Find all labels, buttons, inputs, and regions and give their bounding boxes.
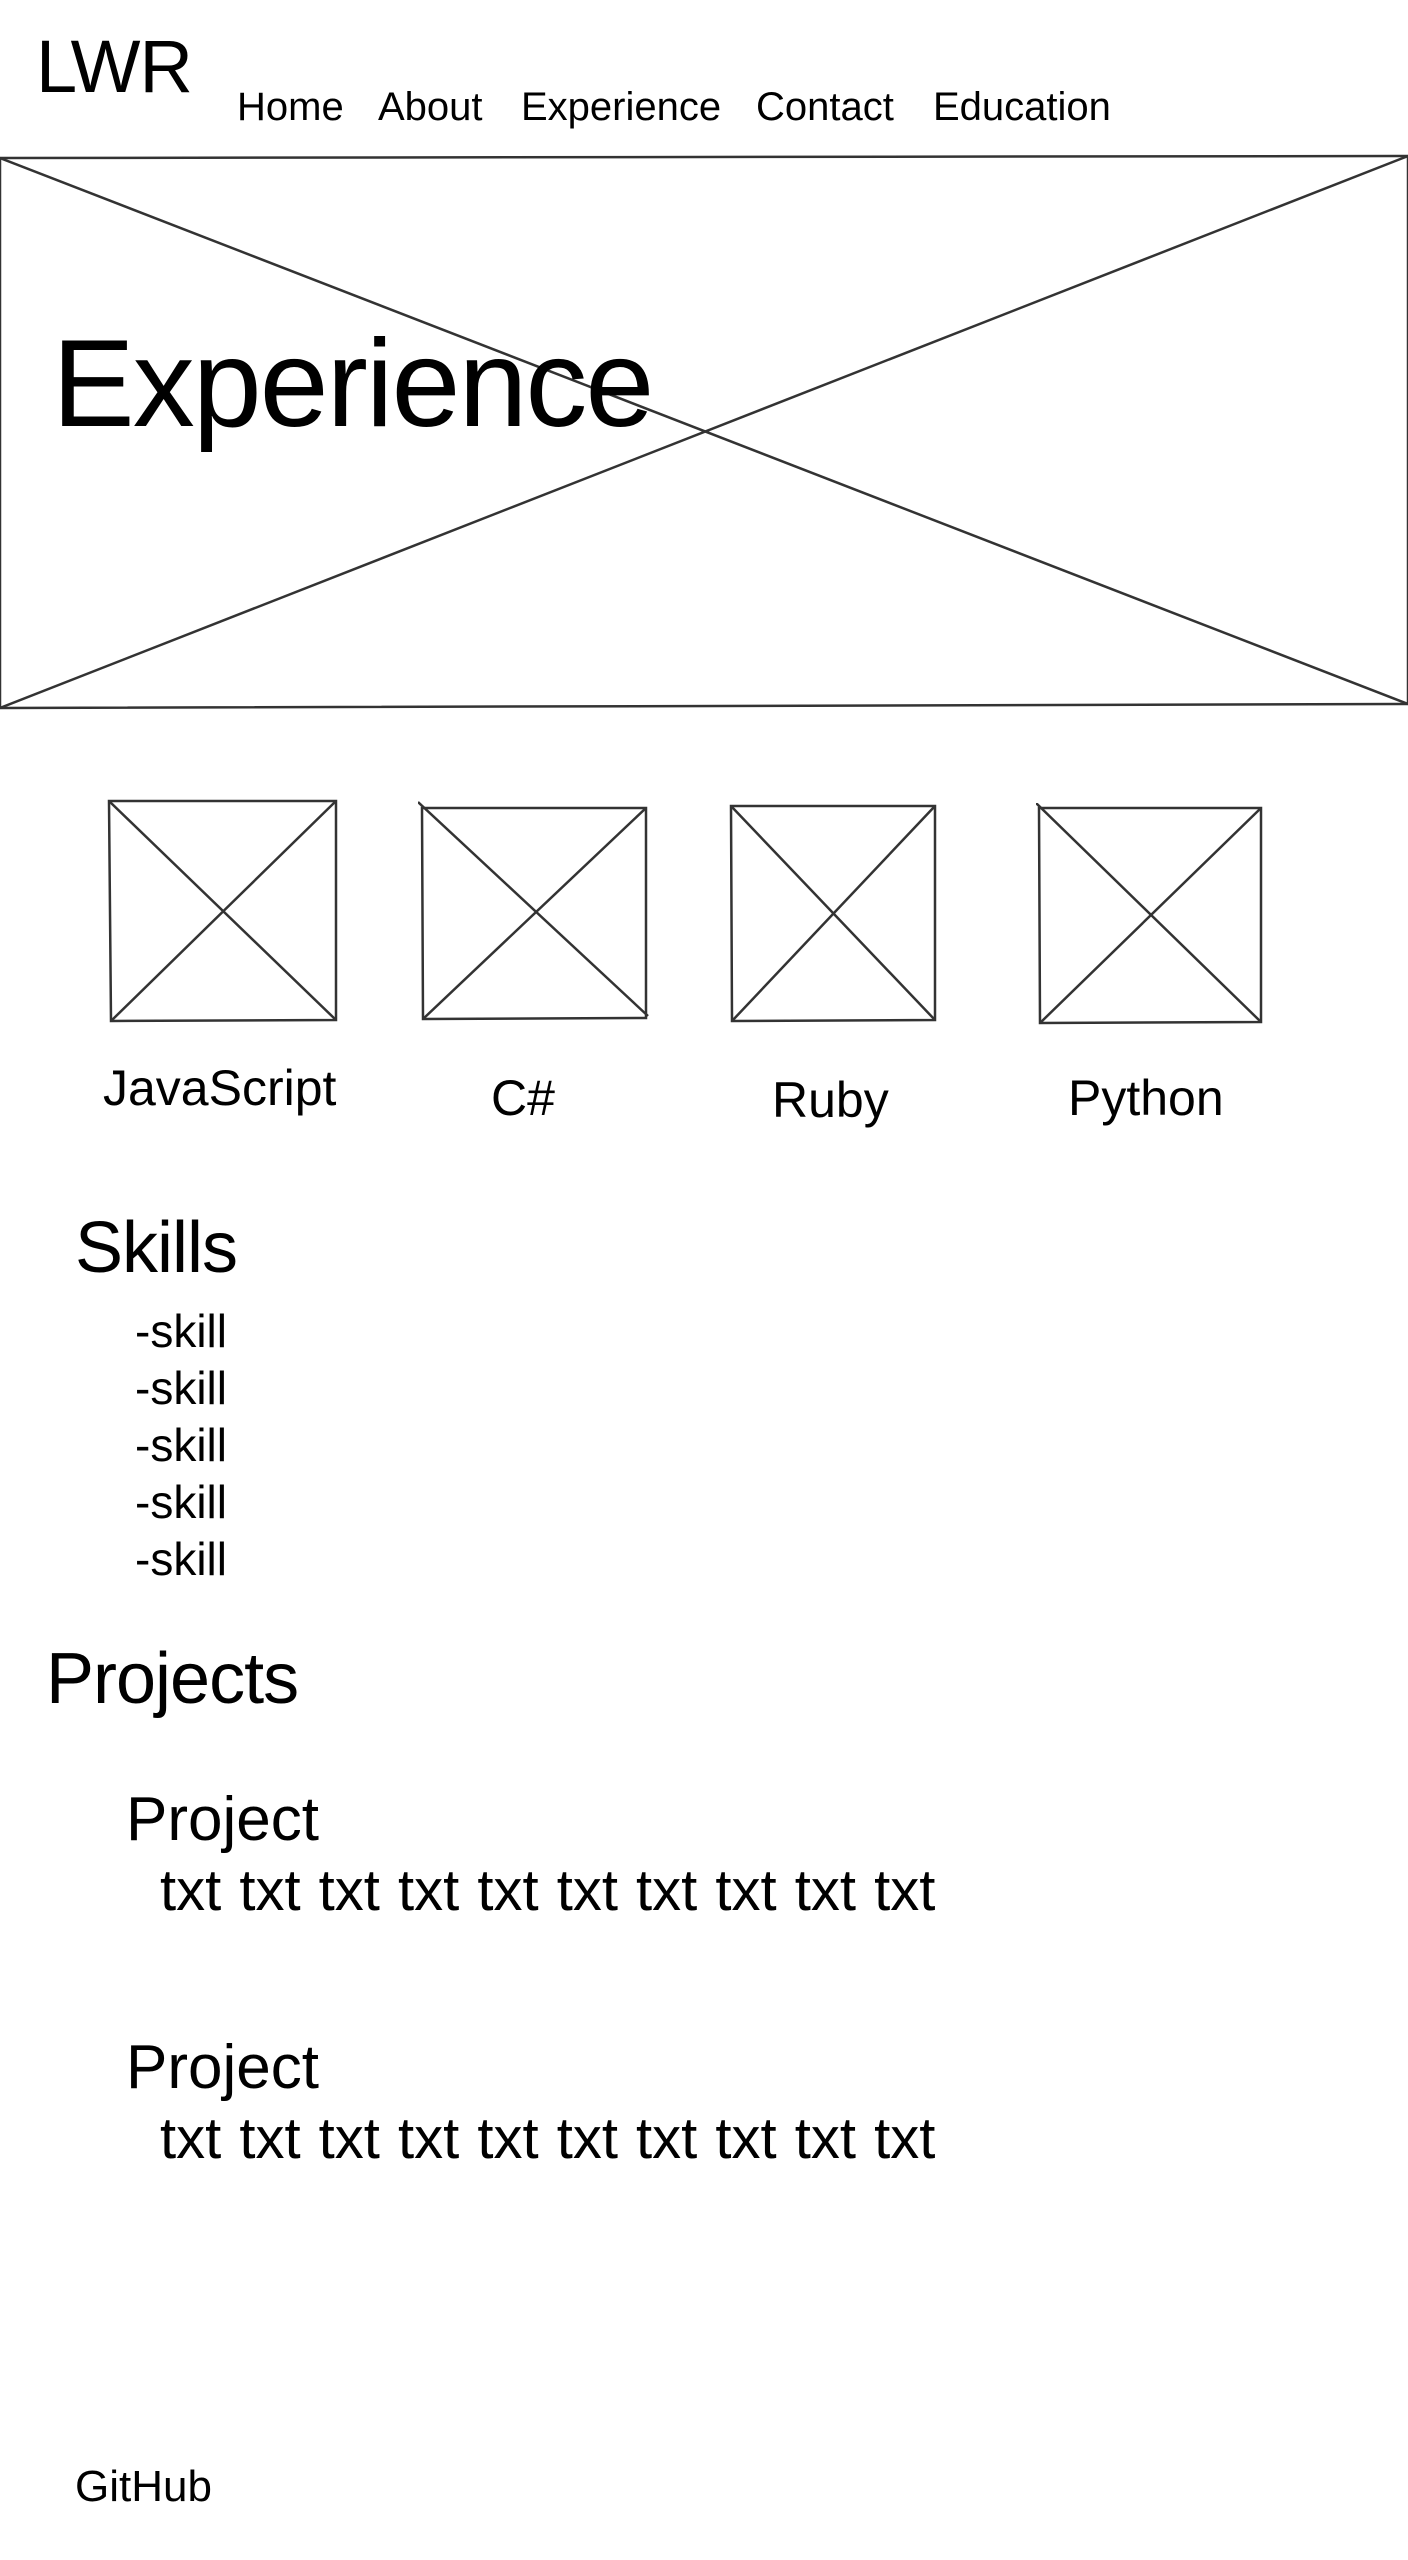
skills-list: -skill -skill -skill -skill -skill bbox=[135, 1303, 227, 1588]
site-logo[interactable]: LWR bbox=[36, 25, 193, 108]
javascript-image-placeholder bbox=[107, 799, 338, 1023]
csharp-image-placeholder bbox=[418, 801, 649, 1021]
python-image-placeholder bbox=[1036, 803, 1263, 1025]
skill-item: -skill bbox=[135, 1533, 227, 1585]
project-title[interactable]: Project bbox=[126, 1785, 319, 1854]
nav-home[interactable]: Home bbox=[237, 85, 344, 129]
page-title: Experience bbox=[52, 315, 654, 453]
nav-contact[interactable]: Contact bbox=[756, 85, 894, 129]
project-description: txt txt txt txt txt txt txt txt txt txt bbox=[160, 2106, 936, 2171]
nav-about[interactable]: About bbox=[378, 85, 483, 129]
language-label-ruby: Ruby bbox=[772, 1072, 889, 1128]
skill-item: -skill bbox=[135, 1476, 227, 1528]
skill-item: -skill bbox=[135, 1419, 227, 1471]
skills-heading: Skills bbox=[75, 1208, 238, 1288]
language-label-csharp: C# bbox=[491, 1070, 555, 1126]
language-label-javascript: JavaScript bbox=[103, 1060, 337, 1116]
skill-item: -skill bbox=[135, 1305, 227, 1357]
hero-image-placeholder bbox=[0, 154, 1408, 710]
project-description: txt txt txt txt txt txt txt txt txt txt bbox=[160, 1858, 936, 1923]
nav-education[interactable]: Education bbox=[933, 85, 1111, 129]
ruby-image-placeholder bbox=[729, 804, 937, 1023]
language-label-python: Python bbox=[1068, 1070, 1224, 1126]
project-title[interactable]: Project bbox=[126, 2033, 319, 2102]
skill-item: -skill bbox=[135, 1362, 227, 1414]
github-link[interactable]: GitHub bbox=[75, 2462, 212, 2511]
nav-experience[interactable]: Experience bbox=[521, 85, 722, 129]
projects-heading: Projects bbox=[46, 1639, 299, 1719]
